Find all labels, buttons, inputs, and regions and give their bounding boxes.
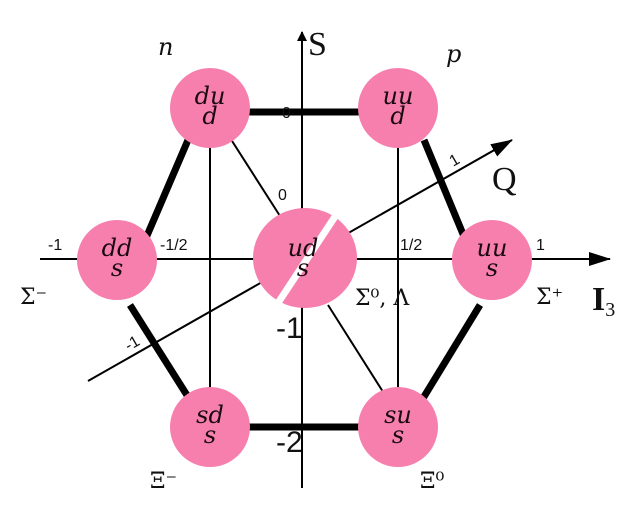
label-sigma-plus: Σ⁺ (536, 285, 563, 310)
particle-xi-minus: sd s (170, 387, 250, 467)
label-p: p (446, 40, 461, 68)
tick-s-minus-2: -2 (276, 426, 303, 459)
particle-p: uu d (358, 68, 438, 148)
tick-i-1: 1 (536, 237, 545, 254)
svg-text:du: du (195, 82, 226, 110)
label-sigma-minus: Σ⁻ (20, 285, 47, 310)
tick-s-0: 0 (282, 105, 291, 122)
tick-q-0: 0 (278, 187, 287, 204)
svg-text:d: d (202, 102, 217, 130)
i3-axis-label: I3 (592, 281, 615, 321)
particle-sigma0-lambda: ud s (253, 208, 357, 308)
label-xi-zero: Ξ⁰ (420, 469, 444, 494)
tick-i-minus-1: -1 (48, 237, 62, 254)
tick-q-1: 1 (447, 151, 463, 170)
tick-s-minus-1: -1 (276, 312, 303, 345)
svg-text:s: s (204, 421, 216, 449)
svg-text:dd: dd (102, 234, 133, 262)
label-xi-minus: Ξ⁻ (150, 469, 177, 494)
svg-text:sd: sd (196, 401, 224, 429)
label-sigma0-lambda: Σ⁰, Λ (355, 286, 410, 311)
particle-xi-zero: su s (358, 387, 438, 467)
charge-line-zero-upper (224, 129, 281, 217)
tick-i-minus-half: -1/2 (160, 237, 188, 254)
svg-text:d: d (390, 102, 405, 130)
particle-sigma-minus: dd s (77, 220, 157, 300)
label-n: n (158, 33, 173, 61)
svg-text:s: s (392, 421, 404, 449)
charge-line-zero-lower (327, 304, 386, 396)
svg-text:su: su (384, 401, 412, 429)
tick-i-half: 1/2 (400, 237, 422, 254)
svg-text:s: s (297, 254, 309, 282)
svg-text:uu: uu (477, 234, 508, 262)
s-axis-label: S (308, 26, 327, 63)
svg-text:ud: ud (288, 234, 319, 262)
particle-n: du d (170, 68, 250, 148)
svg-text:s: s (486, 254, 498, 282)
svg-text:uu: uu (383, 82, 414, 110)
particle-sigma-plus: uu s (452, 220, 532, 300)
svg-text:s: s (111, 254, 123, 282)
q-axis-label: Q (492, 161, 517, 198)
